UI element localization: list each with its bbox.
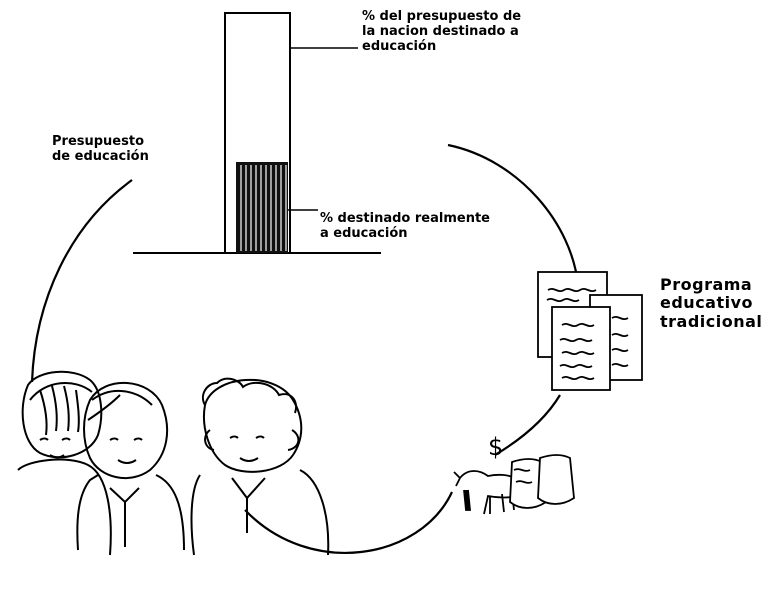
national-budget-pct-line-1: % del presupuesto de <box>362 9 522 24</box>
budget-bar-chart <box>133 12 381 254</box>
actual-pct-label: % destinado realmente a educación <box>320 211 490 242</box>
child-3 <box>190 377 330 556</box>
money-bags-icon <box>509 454 575 509</box>
actual-pct-line-1: % destinado realmente <box>320 211 490 226</box>
child-1 <box>17 370 112 556</box>
education-budget-line-1: Presupuesto <box>52 134 145 149</box>
education-budget-line-2: de educación <box>52 148 149 164</box>
cycle-arc-right-upper <box>447 143 580 286</box>
child-2 <box>76 381 185 551</box>
program-line-3: tradicional <box>660 311 763 331</box>
livestock-icon <box>453 470 519 515</box>
program-line-1: Programa <box>660 275 753 294</box>
children-icon <box>17 370 330 556</box>
documents-icon <box>537 271 643 391</box>
cycle-arc-right-lower <box>494 394 561 456</box>
program-line-2: educativo <box>660 293 754 313</box>
national-budget-pct-label: % del presupuesto de la nacion destinado… <box>362 9 522 55</box>
actual-education-bar <box>236 162 288 253</box>
national-budget-pct-line-2: la nacion destinado a <box>362 23 519 39</box>
cycle-arc-left <box>30 179 133 383</box>
dollar-icon: $ <box>488 433 503 461</box>
education-budget-label: Presupuesto de educación <box>52 134 149 165</box>
actual-bar-hatching <box>240 165 287 251</box>
cycle-arc-bottom <box>244 491 453 554</box>
program-label: Programa educativo tradicional <box>660 275 763 331</box>
actual-pct-line-2: a educación <box>320 225 408 241</box>
national-budget-pct-line-3: educación <box>362 38 437 54</box>
